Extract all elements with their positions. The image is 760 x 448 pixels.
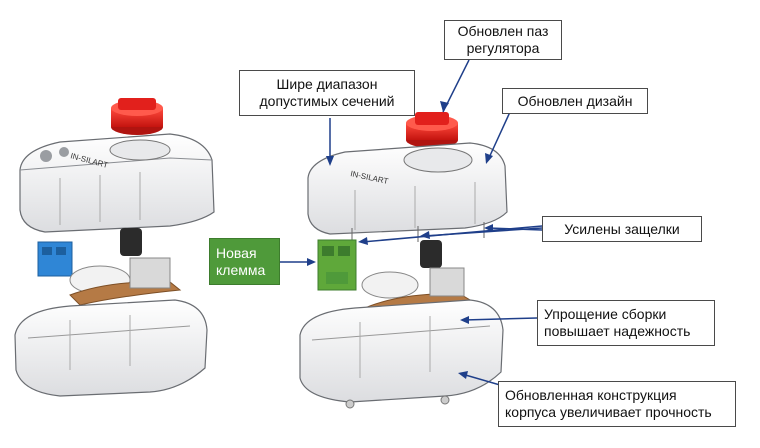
- callout-stronger-latches: Усилены защелки: [542, 216, 702, 242]
- callout-updated-design: Обновлен дизайн: [502, 88, 648, 114]
- callout-new-terminal-text: Новая клемма: [216, 244, 266, 278]
- old-base: [14, 299, 208, 397]
- callout-simpler-assembly: Упрощение сборки повышает надежность: [537, 300, 715, 346]
- callout-stronger-latches-text: Усилены защелки: [564, 220, 680, 237]
- old-knob: [111, 98, 163, 135]
- new-knob: [406, 112, 458, 148]
- new-post: [420, 240, 442, 268]
- leader-latch-3: [487, 227, 543, 231]
- leader-housing-strength: [461, 373, 501, 386]
- callout-updated-design-text: Обновлен дизайн: [517, 92, 633, 109]
- callout-wider-range-text: Шире диапазон допустимых сечений: [259, 76, 395, 109]
- callout-regulator-slot-text: Обновлен паз регулятора: [457, 23, 549, 56]
- new-base: [299, 299, 504, 409]
- leader-updated-design: [487, 111, 511, 161]
- leader-simpler-assembly: [463, 317, 538, 321]
- new-assembly: IN-SILART: [299, 112, 508, 409]
- new-terminal: [317, 239, 357, 291]
- old-post: [120, 228, 142, 256]
- old-cover: IN-SILART: [19, 133, 215, 233]
- new-cover: IN-SILART: [307, 142, 508, 244]
- callout-regulator-slot: Обновлен паз регулятора: [444, 20, 562, 60]
- leader-lines: [280, 59, 543, 386]
- callout-wider-range: Шире диапазон допустимых сечений: [239, 70, 415, 116]
- old-assembly: IN-SILART: [14, 98, 215, 397]
- old-terminal: [37, 241, 73, 277]
- callout-housing-strength-text: Обновленная конструкция корпуса увеличив…: [505, 387, 712, 420]
- callout-new-terminal: Новая клемма: [209, 238, 280, 285]
- callout-simpler-assembly-text: Упрощение сборки повышает надежность: [544, 306, 691, 339]
- callout-housing-strength: Обновленная конструкция корпуса увеличив…: [498, 381, 736, 427]
- old-internals: [69, 257, 182, 306]
